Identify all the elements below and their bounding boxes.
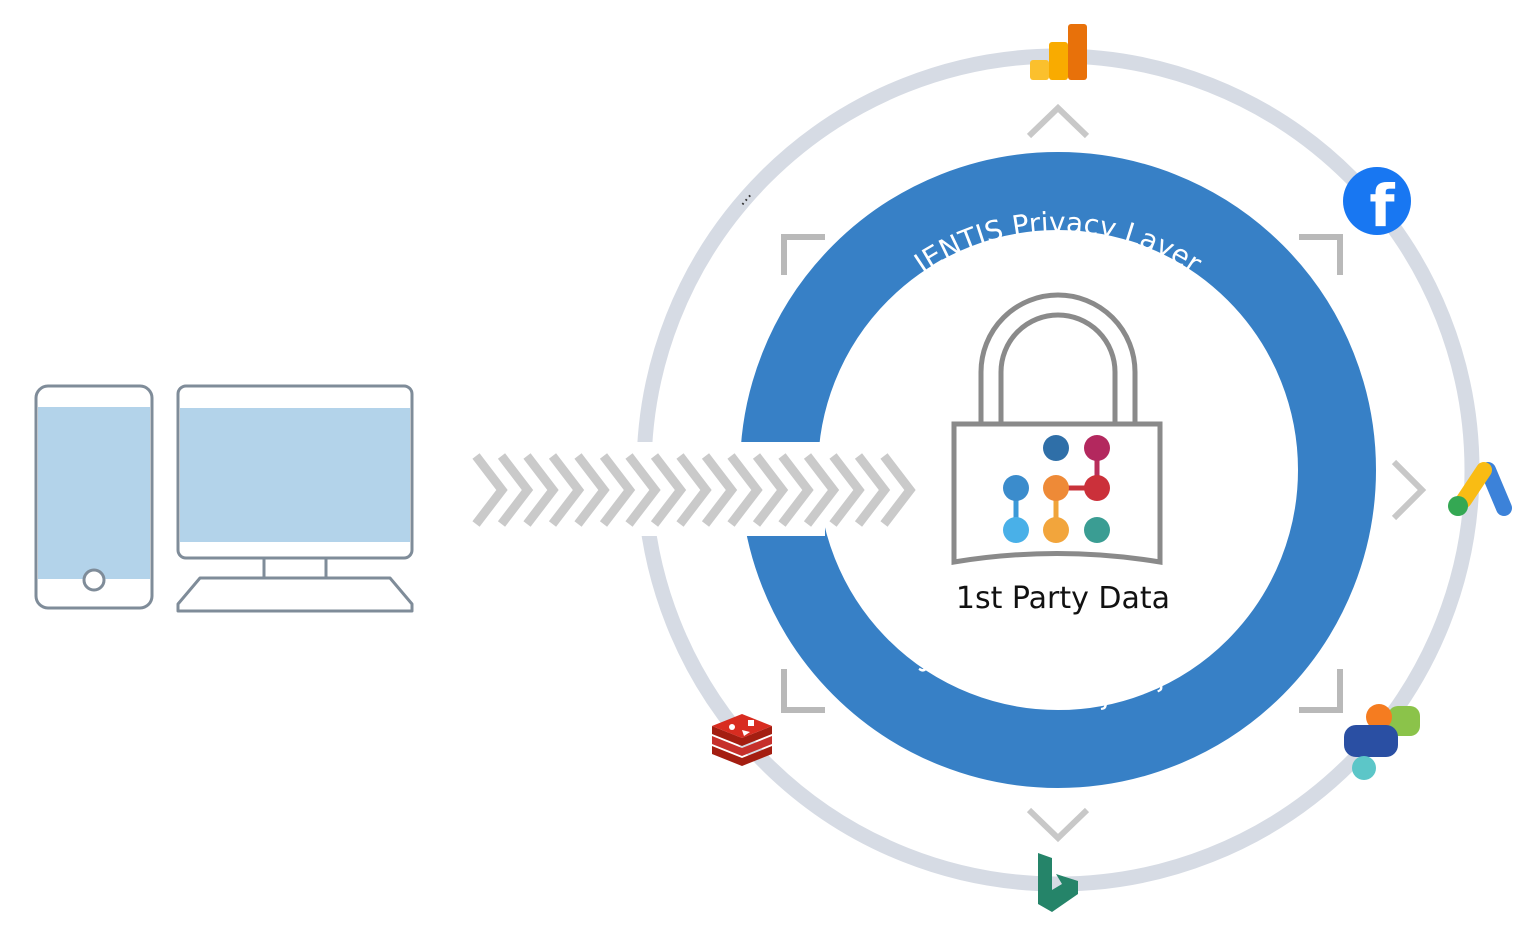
chevron-icon (803, 453, 840, 527)
bracket-top-left (781, 234, 825, 275)
bracket-top-right (1299, 234, 1343, 275)
chevron-icon (472, 453, 508, 527)
data-flow-chevrons (472, 453, 916, 527)
chevron-icon (701, 453, 738, 527)
chevron-icon (497, 453, 534, 527)
google-ads-icon (1448, 462, 1512, 516)
corner-brackets (781, 234, 1343, 713)
chevron-icon (880, 453, 916, 527)
arrow-down-icon (1026, 807, 1090, 843)
colorful-logo-icon (1344, 704, 1420, 780)
arrow-right-icon (1391, 459, 1427, 521)
desktop-monitor-icon (176, 384, 414, 613)
facebook-icon: f (1343, 167, 1411, 240)
smartphone-icon (34, 384, 154, 610)
chevron-icon (625, 453, 661, 527)
chevron-icon (574, 453, 610, 527)
chevron-icon (548, 453, 585, 527)
data-graph-icon (1003, 435, 1110, 543)
chevron-icon (854, 453, 891, 527)
redis-icon (712, 714, 772, 766)
chevron-icon (829, 453, 865, 527)
bing-icon (1038, 853, 1078, 912)
google-analytics-icon (1030, 24, 1087, 80)
svg-text:f: f (1369, 172, 1395, 240)
chevron-icon (650, 453, 687, 527)
chevron-icon (523, 453, 559, 527)
chevron-icon (752, 453, 789, 527)
chevron-icon (676, 453, 712, 527)
bracket-bottom-right (1299, 669, 1343, 713)
chevron-icon (778, 453, 814, 527)
chevron-icon (599, 453, 636, 527)
center-label: 1st Party Data (956, 581, 1170, 616)
arrow-up-icon (1026, 103, 1090, 139)
chevron-icon (727, 453, 763, 527)
bracket-bottom-left (781, 669, 825, 713)
